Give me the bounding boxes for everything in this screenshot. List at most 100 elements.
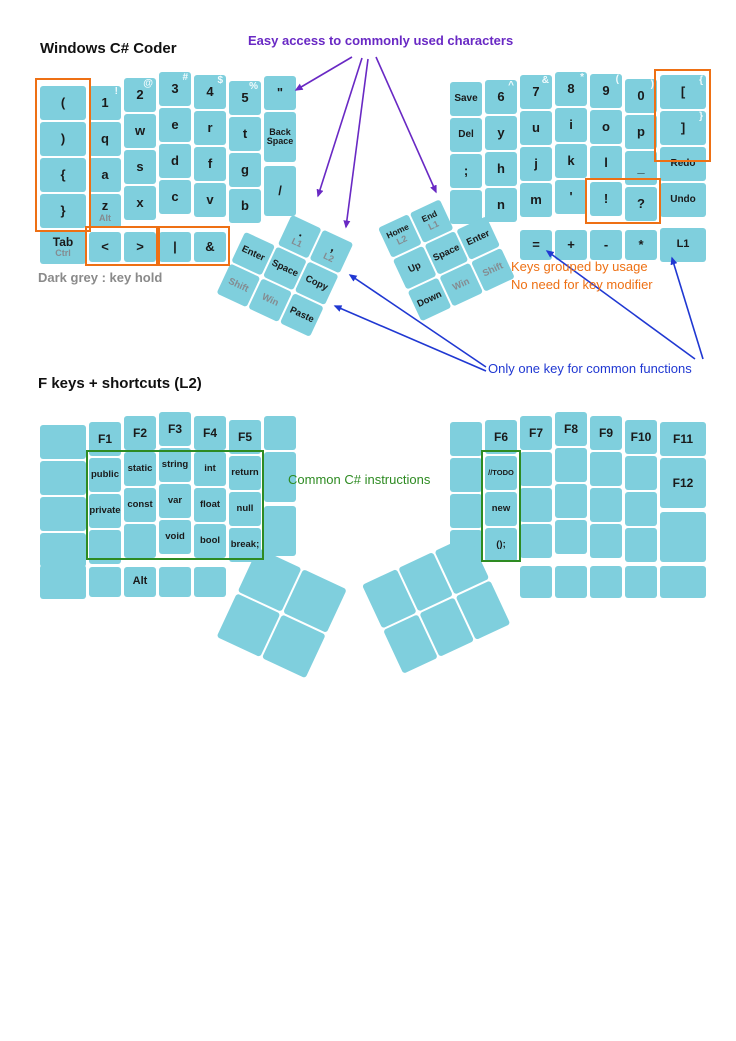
bottom-key-blank: [194, 567, 226, 597]
bottom-key-f2: F2: [124, 416, 156, 450]
key-label: Tab: [52, 234, 74, 249]
green-highlight-box: [481, 450, 521, 562]
top-key-b: b: [229, 189, 261, 223]
shift-char-label: %: [249, 81, 258, 92]
bottom-key-blank: [40, 425, 86, 459]
bottom-key-blank: [40, 497, 86, 531]
top-key-8: *8: [555, 72, 587, 106]
top-key-i: i: [555, 108, 587, 142]
top-key-blank: >: [124, 232, 156, 262]
top-key-e: e: [159, 108, 191, 142]
top-key-blank: ": [264, 76, 296, 110]
key-label: static: [127, 463, 153, 475]
key-label: F11: [672, 431, 693, 446]
key-hold-label: L1: [289, 236, 304, 250]
top-key-blank: ?: [625, 187, 657, 221]
key-label: k: [567, 153, 575, 169]
key-label: Enter: [240, 243, 267, 264]
key-label: F10: [630, 429, 652, 444]
top-key-7: &7: [520, 75, 552, 109]
key-label: 3: [171, 81, 179, 97]
top-key-g: g: [229, 153, 261, 187]
shift-char-label: {: [699, 75, 703, 86]
key-label: float: [199, 499, 221, 511]
top-key-5: %5: [229, 81, 261, 115]
key-label: |: [173, 239, 177, 255]
key-label: const: [127, 499, 153, 511]
key-label: return: [231, 467, 259, 479]
key-label: F12: [672, 475, 694, 490]
bottom-key-blank: [40, 533, 86, 567]
bottom-key-blank: [625, 566, 657, 598]
key-label: 4: [206, 84, 214, 100]
key-label: 9: [602, 83, 610, 99]
key-label: Enter: [464, 227, 492, 248]
top-key-2: @2: [124, 78, 156, 112]
bottom-key-blank: [555, 520, 587, 554]
key-label: public: [91, 469, 119, 481]
key-label: 7: [532, 84, 540, 100]
key-label: t: [242, 126, 248, 142]
bottom-key-f9: F9: [590, 416, 622, 450]
bottom-key-blank: [590, 488, 622, 522]
key-hold-label: L1: [426, 218, 441, 232]
green-highlight-box: [86, 450, 264, 560]
key-label: 1: [101, 95, 109, 111]
shift-char-label: ^: [508, 80, 514, 91]
top-key-o: o: [590, 110, 622, 144]
key-label: 8: [567, 81, 575, 97]
shift-char-label: &: [541, 75, 549, 86]
key-label: Copy: [303, 272, 330, 293]
key-label: Win: [260, 291, 281, 309]
csharp-instructions-note: Common C# instructions: [288, 472, 431, 487]
bottom-layer-title: F keys + shortcuts (L2): [38, 375, 202, 392]
key-hold-label: Ctrl: [55, 248, 71, 259]
top-key-blank: {[: [660, 75, 706, 109]
bottom-key-blank: [590, 566, 622, 598]
bottom-key-float: float: [194, 488, 226, 522]
key-label: private: [89, 505, 121, 517]
top-key-back-space: Back Space: [264, 112, 296, 162]
bottom-key-var: var: [159, 484, 191, 518]
top-key-1: !1: [89, 86, 121, 120]
key-label: z: [101, 198, 109, 214]
top-key-0: )0: [625, 79, 657, 113]
key-label: ;: [463, 163, 469, 179]
key-label: o: [602, 119, 610, 135]
key-label: m: [530, 192, 542, 208]
top-key-l1: L1: [660, 228, 706, 262]
key-label: x: [136, 195, 144, 211]
top-key-blank: !: [590, 182, 622, 216]
top-key-l: l: [590, 146, 622, 180]
purple-annotation-arrow: [316, 57, 363, 198]
bottom-key-f3: F3: [159, 412, 191, 446]
key-label: null: [236, 503, 254, 515]
top-key-redo: Redo: [660, 147, 706, 181]
top-key-6: ^6: [485, 80, 517, 114]
top-key-y: y: [485, 116, 517, 150]
bottom-key-blank: [520, 524, 552, 558]
key-label: h: [497, 161, 505, 177]
key-label: Paste: [288, 304, 316, 325]
top-key-v: v: [194, 183, 226, 217]
key-label: p: [637, 124, 645, 140]
top-key-blank: =: [520, 230, 552, 260]
key-label: Space: [270, 257, 301, 279]
key-label: _: [637, 160, 645, 176]
bottom-key-bool: bool: [194, 524, 226, 558]
top-key-d: d: [159, 144, 191, 178]
bottom-key-blank: [40, 461, 86, 495]
key-label: Shift: [226, 275, 251, 295]
key-label: +: [567, 237, 575, 253]
purple-annotation-arrow: [375, 56, 437, 194]
key-label: r: [207, 120, 213, 136]
key-label: /: [278, 183, 282, 199]
bottom-key-f4: F4: [194, 416, 226, 450]
top-key-a: a: [89, 158, 121, 192]
key-label: n: [497, 197, 505, 213]
key-label: <: [101, 239, 109, 255]
bottom-key-blank: [159, 567, 191, 597]
bottom-key-new: new: [485, 492, 517, 526]
top-key-p: p: [625, 115, 657, 149]
